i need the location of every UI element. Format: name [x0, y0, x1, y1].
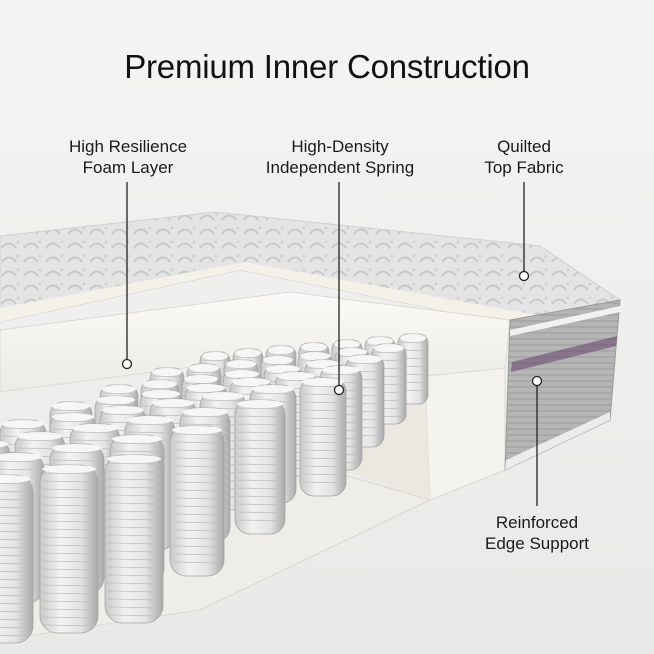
- page-title: Premium Inner Construction: [124, 48, 530, 85]
- edge-callout-dot: [531, 375, 543, 387]
- edge-panel: [504, 299, 621, 471]
- edge-support-label: Reinforced Edge Support: [485, 513, 589, 553]
- spring-coil: [299, 377, 347, 497]
- spring-callout-dot: [333, 384, 345, 396]
- fabric-callout-dot: [518, 270, 530, 282]
- foam-callout-dot: [121, 358, 133, 370]
- spring-coil: [0, 474, 34, 644]
- spring-label: High-Density Independent Spring: [265, 137, 415, 177]
- spring-rows: [0, 333, 429, 644]
- spring-coil: [104, 454, 164, 624]
- callout-lines: [121, 182, 543, 506]
- spring-coil: [169, 425, 225, 577]
- foam-layer-label: High Resilience Foam Layer: [68, 137, 188, 177]
- spring-coil: [39, 464, 99, 634]
- top-fabric-label: Quilted Top Fabric: [484, 137, 564, 177]
- spring-coil: [234, 399, 286, 535]
